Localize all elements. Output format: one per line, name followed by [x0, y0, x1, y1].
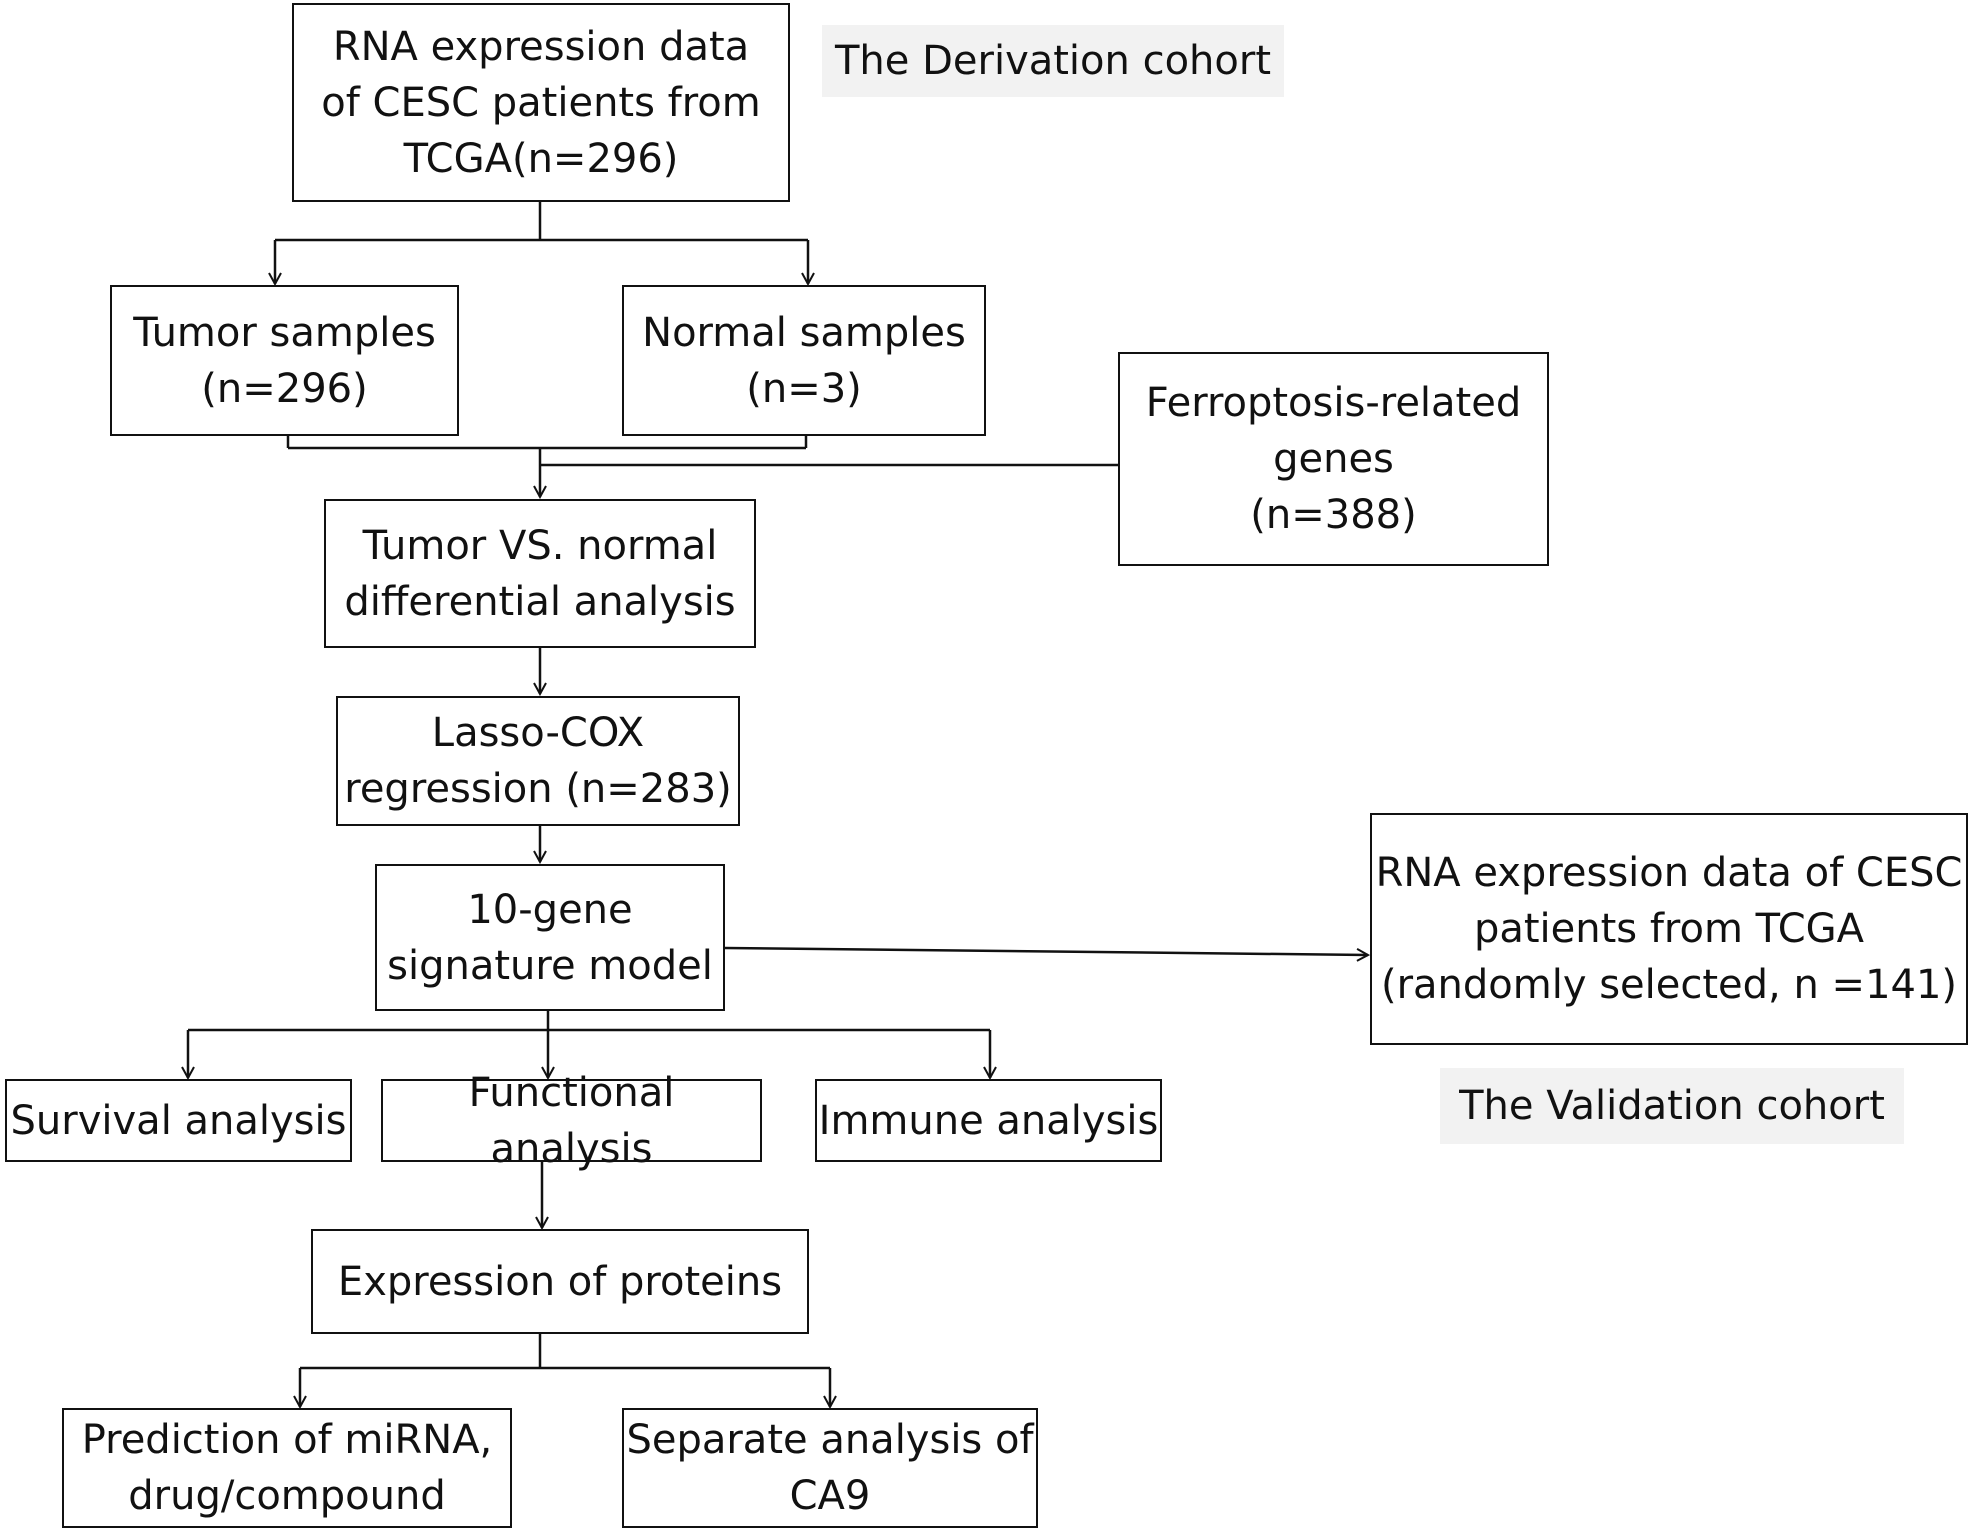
tumor-samples-box: Tumor samples (n=296) [110, 285, 459, 436]
protein-expression-box: Expression of proteins [311, 1229, 809, 1334]
differential-analysis-box: Tumor VS. normal differential analysis [324, 499, 756, 648]
derivation-cohort-label: The Derivation cohort [822, 25, 1284, 97]
validation-data-box: RNA expression data of CESC patients fro… [1370, 813, 1968, 1045]
normal-samples-box: Normal samples (n=3) [622, 285, 986, 436]
mirna-prediction-box: Prediction of miRNA, drug/compound [62, 1408, 512, 1528]
survival-analysis-box: Survival analysis [5, 1079, 352, 1162]
validation-cohort-label: The Validation cohort [1440, 1068, 1904, 1144]
signature-model-box: 10-gene signature model [375, 864, 725, 1011]
lasso-cox-box: Lasso-COX regression (n=283) [336, 696, 740, 826]
rna-expression-tcga-box: RNA expression data of CESC patients fro… [292, 3, 790, 202]
ca9-analysis-box: Separate analysis of CA9 [622, 1408, 1038, 1528]
functional-analysis-box: Functional analysis [381, 1070, 762, 1172]
ferroptosis-genes-box: Ferroptosis-related genes (n=388) [1118, 352, 1549, 566]
immune-analysis-box: Immune analysis [815, 1079, 1162, 1162]
arrow-to-validation [724, 946, 1368, 955]
